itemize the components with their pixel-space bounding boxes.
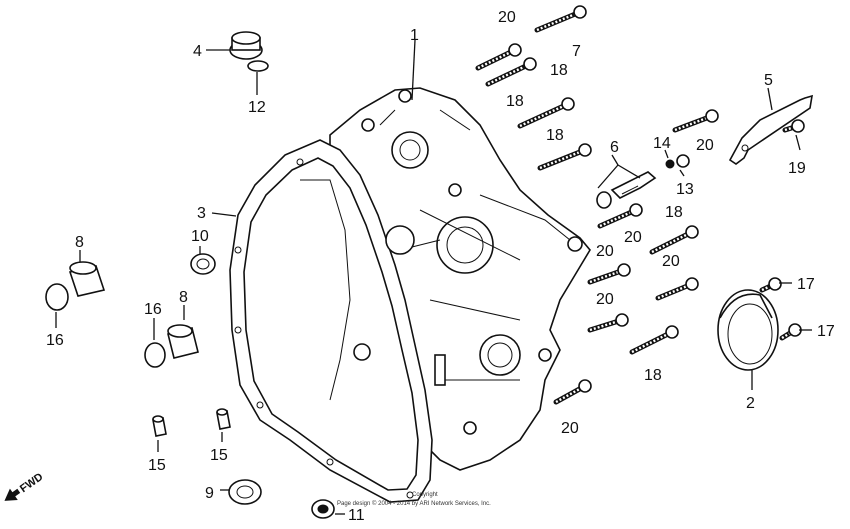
callout-16a: 16 (144, 301, 162, 318)
bracket (728, 94, 813, 165)
callout-4: 4 (193, 43, 202, 60)
bolt-head (578, 379, 592, 393)
callout-5: 5 (764, 72, 773, 89)
bolt-head (523, 57, 537, 71)
bolt-head (508, 43, 522, 57)
callout-6: 6 (610, 139, 619, 156)
bolt-head (705, 109, 719, 123)
callout-8a: 8 (75, 234, 84, 251)
bolt-thread (589, 318, 623, 332)
bushing-left (68, 261, 106, 297)
washer (665, 154, 690, 169)
callout-19: 19 (788, 160, 806, 177)
bolt-head (791, 119, 805, 133)
callout-17a: 17 (797, 276, 815, 293)
callout-17b: 17 (817, 323, 835, 340)
callout-16b: 16 (46, 332, 64, 349)
callout-20e: 20 (662, 253, 680, 270)
callout-13: 13 (676, 181, 694, 198)
callout-15a: 15 (148, 457, 166, 474)
leader-lines (55, 39, 812, 515)
copyright-line2: Page design © 2004 - 2014 by ARI Network… (337, 500, 491, 507)
side-cover (717, 289, 779, 371)
callout-7: 7 (572, 43, 581, 60)
callout-10: 10 (191, 228, 209, 245)
clip-left (45, 283, 69, 311)
o-ring (247, 60, 269, 72)
bolt-head (615, 313, 629, 327)
bolt-thread (555, 384, 586, 404)
callout-20a: 20 (498, 9, 516, 26)
callout-20g: 20 (561, 420, 579, 437)
callout-3: 3 (197, 205, 206, 222)
callout-11: 11 (348, 507, 365, 524)
speed-sensor (596, 171, 657, 209)
copyright-notice: Copyright Page design © 2004 - 2014 by A… (337, 492, 491, 507)
bolt-shank (485, 61, 533, 87)
callout-8b: 8 (179, 289, 188, 306)
bolt-thread (477, 48, 516, 70)
bushing-center (167, 324, 199, 359)
bolts (475, 5, 805, 405)
callout-20b: 20 (696, 137, 714, 154)
bolt-head (578, 143, 592, 157)
bolt-head (617, 263, 631, 277)
case-internals (300, 179, 446, 401)
bolt-thread (519, 102, 569, 128)
clip-center (144, 342, 166, 368)
bolt-head (561, 97, 575, 111)
callout-18b: 18 (550, 62, 568, 79)
case-gasket (229, 139, 433, 503)
bolt-head (665, 325, 679, 339)
callout-12: 12 (248, 99, 266, 116)
callout-labels: 1 2 3 4 5 6 7 8 8 9 10 11 12 13 14 15 15… (46, 9, 835, 524)
callout-1: 1 (410, 27, 419, 44)
callout-18a: 18 (506, 93, 524, 110)
forward-arrow: FWD (4, 471, 45, 501)
fwd-label: FWD (18, 471, 45, 495)
bolt-shank (534, 9, 583, 33)
bolt-thread (631, 330, 673, 354)
callout-9: 9 (205, 485, 214, 502)
callout-15b: 15 (210, 447, 228, 464)
bolt-head (573, 5, 587, 19)
dowel-pin-right (216, 408, 231, 430)
oil-seal-bottom (311, 499, 335, 519)
bolt-head (685, 225, 699, 239)
callout-18d: 18 (665, 204, 683, 221)
oil-seal-upper (190, 253, 216, 275)
bolt-head (685, 277, 699, 291)
callout-20f: 20 (596, 291, 614, 308)
bolt-head (768, 277, 782, 291)
bolt-thread (651, 230, 693, 254)
oil-seal-lower (228, 479, 262, 505)
dowel-pin-left (152, 415, 167, 437)
copyright-line1: Copyright (412, 492, 438, 498)
callout-14: 14 (653, 135, 671, 152)
callout-18c: 18 (546, 127, 564, 144)
callout-18e: 18 (644, 367, 662, 384)
bolt-thread (539, 148, 586, 170)
bolt-head (629, 203, 643, 217)
oil-filler-cap (229, 31, 263, 60)
callout-20c: 20 (624, 229, 642, 246)
callout-2: 2 (746, 395, 755, 412)
callout-20d: 20 (596, 243, 614, 260)
